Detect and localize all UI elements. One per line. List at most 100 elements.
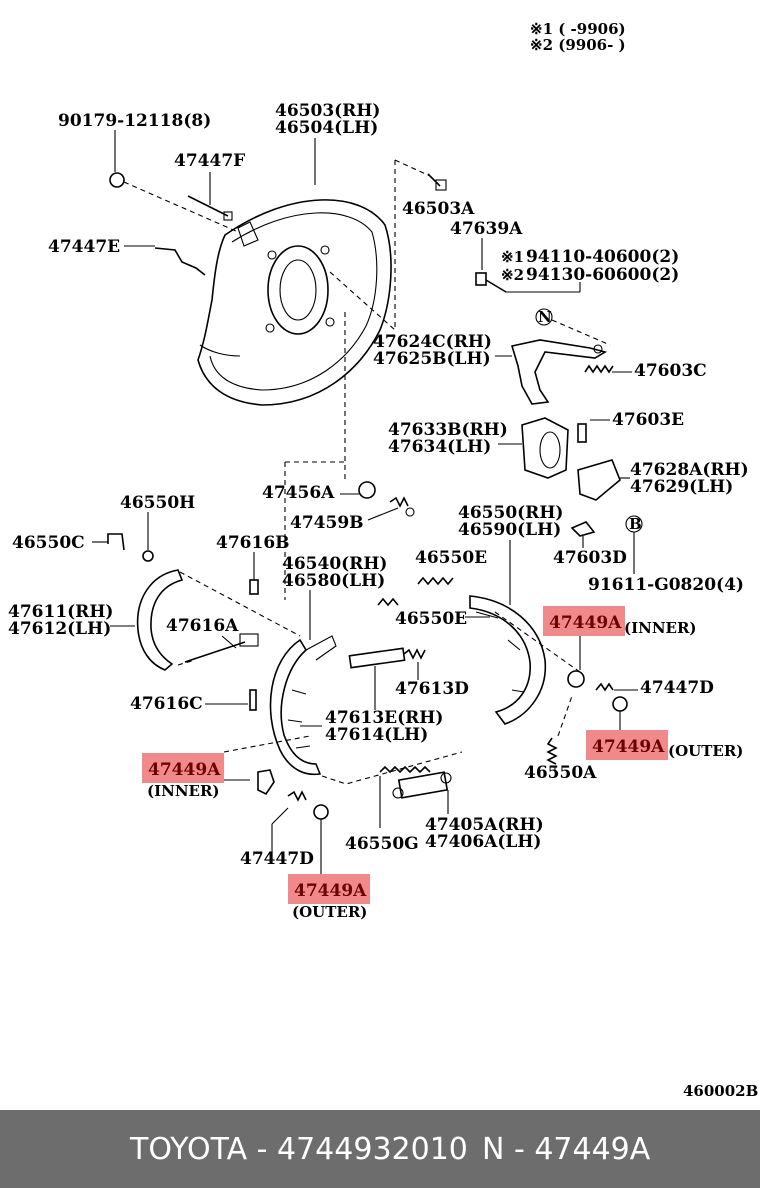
label-46550E2: 46550E <box>395 609 467 629</box>
bolt-46503A <box>427 173 447 191</box>
label-46550E1: 46550E <box>415 548 487 568</box>
label-91611: 91611-G0820(4) <box>588 575 744 595</box>
label-46503A: 46503A <box>402 199 475 219</box>
spring-46550E-upper <box>417 576 454 586</box>
label-47613E: 47613E(RH) <box>325 708 443 728</box>
label-47625B: 47625B(LH) <box>373 349 491 369</box>
circle-b-text: B <box>629 515 642 533</box>
label-47616A: 47616A <box>166 616 239 636</box>
label-47616C: 47616C <box>130 694 203 714</box>
part-47449A-outer-right: 47449A <box>592 737 665 757</box>
label-46550H: 46550H <box>120 493 195 513</box>
part-47449A-outer-left: 47449A <box>294 881 367 901</box>
label-90179: 90179-12118(8) <box>58 111 211 131</box>
footer-oem-number: TOYOTA - 4744932010 <box>130 1131 468 1167</box>
pin-47603E <box>577 419 610 443</box>
backing-plate <box>197 199 392 406</box>
spring-46550E-lower <box>377 597 399 607</box>
note-1: ※1 ( -9906) <box>530 20 626 38</box>
retainer-cup-inner-left <box>257 769 275 796</box>
spring-46550A <box>546 737 558 765</box>
footer-part-number: N - 47449A <box>482 1131 651 1167</box>
label-47603D: 47603D <box>553 548 627 568</box>
parking-lever <box>136 569 184 671</box>
label-46550G: 46550G <box>345 834 419 854</box>
label-47603E: 47603E <box>612 410 684 430</box>
highlight-box-inner-right <box>543 606 625 636</box>
label-47634: 47634(LH) <box>388 437 491 457</box>
inner-label-left: (INNER) <box>147 782 220 800</box>
label-94110: 94110-40600(2) <box>526 247 679 267</box>
highlight-box-outer-right <box>586 730 668 760</box>
label-47406A: 47406A(LH) <box>425 832 541 852</box>
highlight-box-outer-left <box>288 874 370 904</box>
label-47405A: 47405A(RH) <box>425 815 544 835</box>
highlight-box-inner-left <box>142 753 224 783</box>
label-47616B: 47616B <box>216 533 290 553</box>
footer-bar: TOYOTA - 4744932010 N - 47449A <box>0 1110 760 1188</box>
figure-id: 460002B <box>683 1082 758 1100</box>
circle-n-text: N <box>538 308 552 326</box>
wire-47447E <box>124 245 206 276</box>
part-47449A-inner-left: 47449A <box>148 760 221 780</box>
spring-47459B <box>367 496 415 521</box>
bolt-90179 <box>109 130 239 233</box>
label-47624C: 47624C(RH) <box>373 332 492 352</box>
bolt-47616C <box>249 689 257 711</box>
mark-2: ※2 <box>501 266 524 284</box>
brake-shoe-right <box>469 595 547 725</box>
label-46504: 46504(LH) <box>275 118 378 138</box>
label-47614: 47614(LH) <box>325 725 428 745</box>
washer-47603D <box>570 521 596 537</box>
note-2: ※2 (9906- ) <box>530 36 626 54</box>
label-47603C: 47603C <box>634 361 707 381</box>
label-94130: 94130-60600(2) <box>526 265 679 285</box>
spring-46550G <box>379 765 431 774</box>
bolt-47639A <box>475 238 507 293</box>
label-46590: 46590(LH) <box>458 520 561 540</box>
label-47639A: 47639A <box>450 219 523 239</box>
wheel-cylinder-47405A <box>392 771 452 814</box>
strut-47613D <box>348 647 426 680</box>
spring-47447D-right <box>595 682 614 692</box>
label-47459B: 47459B <box>290 513 364 533</box>
label-46540: 46540(RH) <box>282 554 387 574</box>
retainer-cup-inner-right <box>567 670 585 688</box>
clip-46550C <box>107 533 125 551</box>
strut-47628A <box>577 459 630 501</box>
label-47447D-left: 47447D <box>240 849 314 869</box>
pin-47447F <box>187 172 233 221</box>
label-47447F: 47447F <box>174 151 245 171</box>
retainer-46550H <box>142 550 154 562</box>
label-47612: 47612(LH) <box>8 619 111 639</box>
label-46580: 46580(LH) <box>282 571 385 591</box>
inner-label-right: (INNER) <box>624 619 697 637</box>
label-46550C: 46550C <box>12 533 85 553</box>
mark-1: ※1 <box>501 248 524 266</box>
label-46550A: 46550A <box>524 763 597 783</box>
part-47449A-inner-right: 47449A <box>549 613 622 633</box>
label-46550RH: 46550(RH) <box>458 503 563 523</box>
label-47456A: 47456A <box>262 483 335 503</box>
outer-label-left: (OUTER) <box>292 903 367 921</box>
exploded-parts-diagram: ※1 ( -9906) ※2 (9906- ) 90179-12118(8) 4… <box>8 20 758 1100</box>
label-46503: 46503(RH) <box>275 101 380 121</box>
spring-47447D-left <box>287 790 307 802</box>
washer-47456A <box>358 481 376 499</box>
label-47628A: 47628A(RH) <box>630 460 749 480</box>
adjuster-47616A <box>184 633 259 663</box>
label-47447E: 47447E <box>48 237 120 257</box>
lever-47633B <box>498 417 569 479</box>
pin-47616B <box>249 579 259 595</box>
label-47613D: 47613D <box>395 679 469 699</box>
bracket-47624C <box>510 339 608 405</box>
retainer-cup-outer-left <box>313 804 329 820</box>
retainer-cup-outer-right <box>612 696 628 712</box>
label-47611: 47611(RH) <box>8 602 113 622</box>
brake-shoe-left <box>269 635 337 776</box>
label-47633B: 47633B(RH) <box>388 420 508 440</box>
label-47447D-right: 47447D <box>640 678 714 698</box>
circle-n-marker <box>535 308 553 326</box>
spring-47603C <box>584 364 632 374</box>
outer-label-right: (OUTER) <box>668 742 743 760</box>
